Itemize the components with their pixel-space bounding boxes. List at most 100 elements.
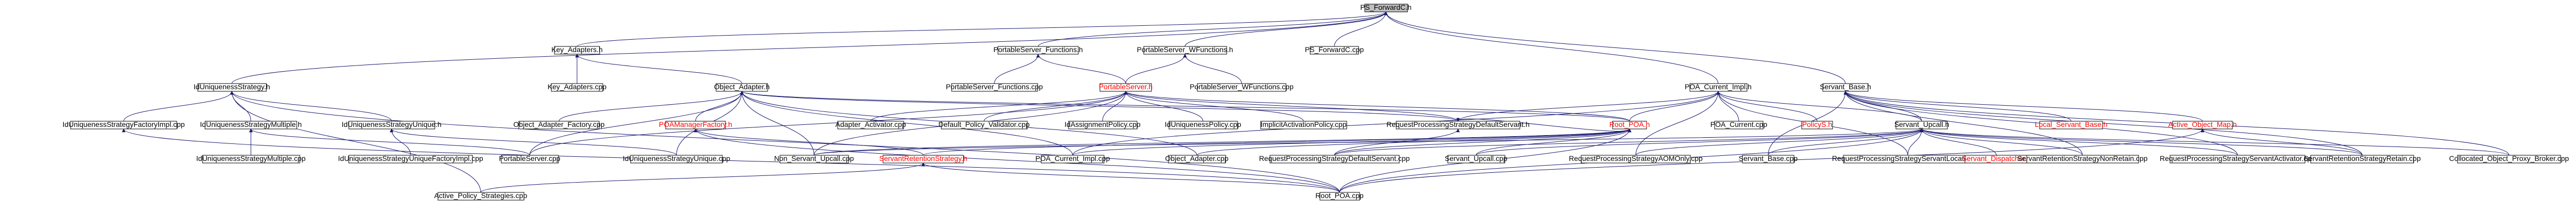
node-iduniquenessstrategyunique-cpp[interactable]: IdUniquenessStrategyUnique.cpp: [623, 154, 731, 164]
node-ps-forwardc-h[interactable]: PS_ForwardC.h: [1360, 3, 1412, 12]
node-box: [518, 121, 600, 129]
node-label: Servant_Dispatcher.h: [1962, 154, 2031, 162]
node-label: Adapter_Activator.cpp: [836, 120, 906, 128]
node-portableserver-wfunctions-h[interactable]: PortableServer_WFunctions.h: [1137, 45, 1233, 55]
node-servantretentionstrategyretain-cpp[interactable]: ServantRetentionStrategyRetain.cpp: [2303, 154, 2421, 164]
node-label: Key_Adapters.h: [551, 45, 603, 54]
node-servant-upcall-h[interactable]: Servant_Upcall.h: [1894, 120, 1950, 129]
edge-n11-n36: [1072, 91, 1720, 156]
node-policys-h[interactable]: PolicyS.h: [1801, 120, 1833, 129]
node-label: IdUniquenessStrategyFactoryImpl.cpp: [62, 120, 185, 128]
node-iduniquenessstrategyfactoryimpl-cpp[interactable]: IdUniquenessStrategyFactoryImpl.cpp: [62, 120, 185, 129]
node-object-adapter-factory-cpp[interactable]: Object_Adapter_Factory.cpp: [513, 120, 605, 129]
node-box: [2172, 121, 2233, 129]
node-poa-current-impl-h[interactable]: POA_Current_Impl.h: [1685, 83, 1752, 92]
node-servant-upcall-cpp[interactable]: Servant_Upcall.cpp: [1445, 154, 1507, 164]
node-active-policy-strategies-cpp[interactable]: Active_Policy_Strategies.cpp: [434, 191, 528, 201]
node-idassignmentpolicy-cpp[interactable]: IdAssignmentPolicy.cpp: [1064, 120, 1141, 129]
node-portableserver-cpp[interactable]: PortableServer.cpp: [499, 154, 561, 164]
node-label: PortableServer_WFunctions.cpp: [1190, 83, 1294, 91]
node-servant-base-h[interactable]: Servant_Base.h: [1820, 83, 1871, 92]
node-object-adapter-h[interactable]: Object_Adapter.h: [714, 83, 770, 92]
node-box: [630, 155, 723, 164]
node-box: [951, 83, 1038, 92]
edge-n24-n34: [814, 128, 1632, 156]
node-label: IdUniquenessStrategy.h: [194, 83, 270, 91]
edge-n35-n49: [921, 162, 1340, 193]
node-poa-current-cpp[interactable]: POA_Current.cpp: [1710, 120, 1768, 129]
edge-n15-n33: [389, 128, 677, 156]
node-non-servant-upcall-cpp[interactable]: Non_Servant_Upcall.cpp: [774, 154, 854, 164]
node-label: IdUniquenessPolicy.cpp: [1165, 120, 1242, 128]
node-iduniquenessstrategy-h[interactable]: IdUniquenessStrategy.h: [194, 83, 270, 92]
node-box: [2310, 155, 2414, 164]
node-poa-current-impl-cpp[interactable]: POA_Current_Impl.cpp: [1036, 154, 1110, 164]
node-requestprocessingstrategydefaultservant-h[interactable]: RequestProcessingStrategyDefaultServant.…: [1386, 120, 1530, 129]
node-iduniquenessstrategymultiple-h[interactable]: IdUniquenessStrategyMultiple.h: [200, 120, 302, 129]
node-box: [551, 83, 603, 92]
node-requestprocessingstrategyservantactivator-cpp[interactable]: RequestProcessingStrategyServantActivato…: [2160, 154, 2315, 164]
node-label: RequestProcessingStrategyAOMOnly.cpp: [1569, 154, 1703, 162]
edge-n9-n23: [1124, 91, 1459, 122]
node-portableserver-wfunctions-cpp[interactable]: PortableServer_WFunctions.cpp: [1190, 83, 1294, 92]
node-portableserver-h[interactable]: PortableServer.h: [1099, 83, 1153, 92]
node-box: [1068, 121, 1138, 129]
node-label: IdAssignmentPolicy.cpp: [1064, 120, 1141, 128]
node-requestprocessingstrategydefaultservant-cpp[interactable]: RequestProcessingStrategyDefaultServant.…: [1259, 154, 1410, 164]
edge-n35-n48: [480, 162, 925, 193]
edge-n1-n7: [575, 54, 742, 84]
node-box: [1319, 192, 1360, 201]
node-box: [883, 155, 964, 164]
edge-n7-n32: [529, 91, 744, 156]
edges-layer: [122, 11, 2510, 193]
node-object-adapter-cpp[interactable]: Object_Adapter.cpp: [1165, 154, 1229, 164]
edge-n3-n10: [1183, 54, 1242, 84]
node-adapter-activator-cpp[interactable]: Adapter_Activator.cpp: [836, 120, 906, 129]
node-box: [1168, 155, 1226, 164]
node-portableserver-functions-cpp[interactable]: PortableServer_Functions.cpp: [946, 83, 1043, 92]
node-box: [1801, 121, 1833, 129]
node-label: Object_Adapter_Factory.cpp: [513, 120, 604, 128]
node-box: [70, 121, 177, 129]
node-label: POAManagerFactory.h: [659, 120, 732, 128]
node-box: [205, 121, 297, 129]
node-iduniquenessstrategyunique-h[interactable]: IdUniquenessStrategyUnique.h: [342, 120, 442, 129]
node-root-poa-cpp[interactable]: Root_POA.cpp: [1315, 191, 1364, 201]
node-portableserver-functions-h[interactable]: PortableServer_Functions.h: [993, 45, 1083, 55]
node-key-adapters-h[interactable]: Key_Adapters.h: [551, 45, 603, 55]
node-box: [348, 155, 473, 164]
node-label: Servant_Base.cpp: [1739, 154, 1798, 162]
node-ps-forwardc-cpp[interactable]: PS_ForwardC.cpp: [1305, 45, 1364, 55]
node-iduniquenessstrategyuniquefactoryimpl-cpp[interactable]: IdUniquenessStrategyUniqueFactoryImpl.cp…: [338, 154, 483, 164]
node-label: PortableServer.h: [1099, 83, 1153, 91]
edge-n2-n8: [994, 54, 1040, 84]
node-servantretentionstrategynonretain-cpp[interactable]: ServantRetentionStrategyNonRetain.cpp: [2018, 154, 2148, 164]
node-requestprocessingstrategyservantlocator-cpp[interactable]: RequestProcessingStrategyServantLocator.…: [1832, 154, 1984, 164]
node-servant-dispatcher-h[interactable]: Servant_Dispatcher.h: [1962, 154, 2031, 164]
node-local-servant-base-h[interactable]: Local_Servant_Base.h: [2035, 120, 2108, 129]
node-iduniquenesspolicy-cpp[interactable]: IdUniquenessPolicy.cpp: [1165, 120, 1242, 129]
node-box: [1396, 121, 1520, 129]
node-box: [2026, 155, 2139, 164]
node-iduniquenessstrategymultiple-cpp[interactable]: IdUniquenessStrategyMultiple.cpp: [196, 154, 306, 164]
node-box: [2170, 155, 2306, 164]
node-label: Local_Servant_Base.h: [2035, 120, 2108, 128]
node-poamanagerfactory-h[interactable]: POAManagerFactory.h: [659, 120, 732, 129]
edge-n7-n24: [740, 91, 1630, 122]
node-label: PortableServer_Functions.h: [993, 45, 1083, 54]
node-implicitactivationpolicy-cpp[interactable]: ImplicitActivationPolicy.cpp: [1260, 120, 1347, 129]
node-box: [1612, 121, 1647, 129]
edge-n9-n19: [984, 91, 1128, 122]
node-default-policy-validator-cpp[interactable]: Default_Policy_Validator.cpp: [938, 120, 1030, 129]
node-collocated-object-proxy-broker-cpp[interactable]: Collocated_Object_Proxy_Broker.cpp: [2449, 154, 2569, 164]
node-active-object-map-h[interactable]: Active_Object_Map.h: [2168, 120, 2237, 129]
node-requestprocessingstrategyaomonly-cpp[interactable]: RequestProcessingStrategyAOMOnly.cpp: [1569, 154, 1703, 164]
node-servant-base-cpp[interactable]: Servant_Base.cpp: [1739, 154, 1798, 164]
edge-n5-n49: [230, 91, 1340, 193]
node-label: Root_POA.cpp: [1315, 191, 1364, 200]
node-label: Object_Adapter.cpp: [1165, 154, 1229, 162]
node-servantretentionstrategy-h[interactable]: ServantRetentionStrategy.h: [879, 154, 968, 164]
node-key-adapters-cpp[interactable]: Key_Adapters.cpp: [548, 83, 607, 92]
edge-n5-n48: [230, 91, 481, 193]
node-root-poa-h[interactable]: Root_POA.h: [1609, 120, 1650, 129]
